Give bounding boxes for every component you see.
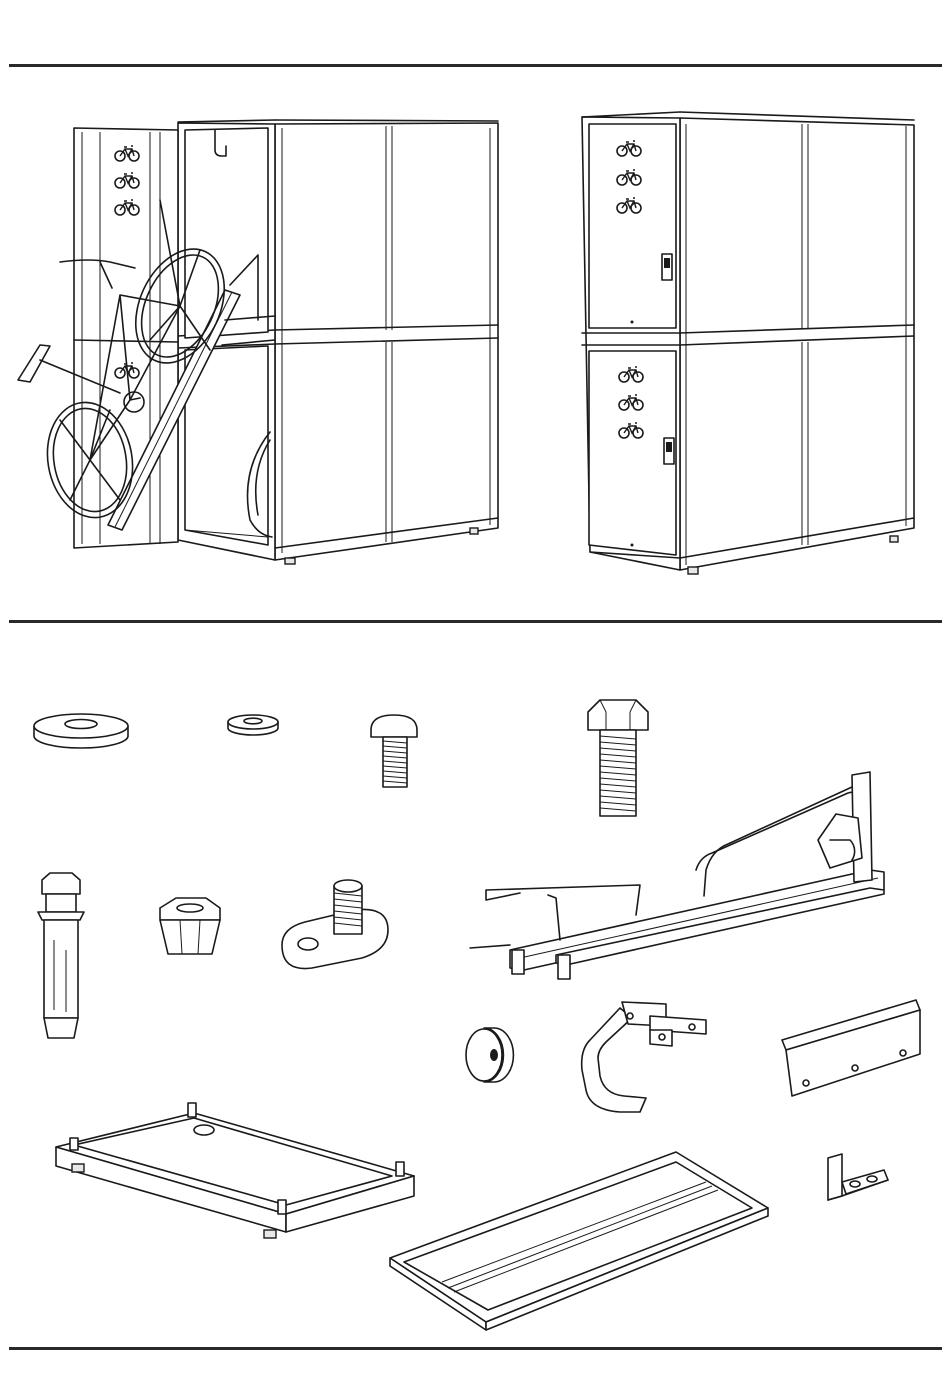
rubber-bumper — [466, 1028, 513, 1082]
pan-head-screw — [371, 715, 417, 787]
closed-locker — [582, 112, 914, 574]
base-frame — [56, 1103, 414, 1238]
l-bracket — [828, 1154, 888, 1200]
large-washer — [34, 714, 128, 748]
leveling-foot — [282, 880, 388, 969]
hex-bolt — [588, 700, 648, 816]
anchor-bolt — [38, 873, 84, 1038]
roof-frame — [390, 1152, 768, 1330]
door-handle — [582, 1002, 706, 1112]
hex-nut — [160, 898, 220, 954]
bike-rack-rail — [470, 772, 884, 979]
open-locker-with-bike — [18, 120, 498, 564]
angle-bracket — [782, 1000, 920, 1096]
small-washer — [228, 715, 278, 735]
